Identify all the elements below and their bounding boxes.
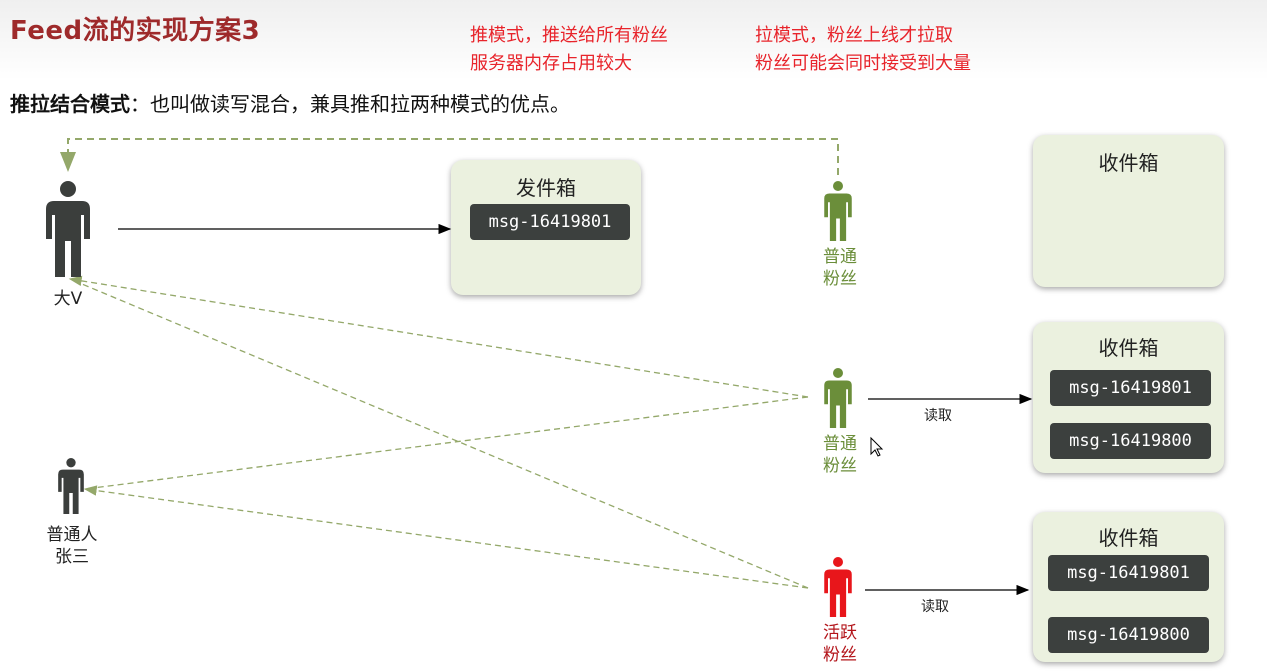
push-note-line-1: 推模式，推送给所有粉丝	[470, 25, 668, 46]
inbox-2-msg-1: msg-16419801	[1050, 370, 1211, 406]
push-note-line-2: 服务器内存占用较大	[470, 53, 632, 74]
fan2-label: 普通 粉丝	[800, 433, 880, 477]
subtitle: 推拉结合模式：也叫做读写混合，兼具推和拉两种模式的优点。	[10, 88, 570, 117]
outbox-title: 发件箱	[516, 176, 576, 200]
inbox-3-title: 收件箱	[1098, 526, 1159, 550]
fan2-person-icon	[824, 368, 852, 428]
outbox: 发件箱 msg-16419801	[451, 160, 641, 295]
active-fan-label-1: 活跃	[823, 623, 857, 643]
active-fan-label: 活跃 粉丝	[800, 622, 880, 666]
inbox-2-msg-2: msg-16419800	[1050, 423, 1211, 459]
normal-person-label-1: 普通人	[46, 525, 98, 545]
fan1-label: 普通 粉丝	[800, 246, 880, 290]
normal-person-label-2: 张三	[55, 547, 89, 567]
fan2-to-normal-line	[84, 396, 809, 490]
bigv-label: 大V	[53, 289, 83, 309]
inbox-3-msg-1: msg-16419801	[1048, 555, 1209, 591]
inbox-1: 收件箱	[1033, 135, 1224, 287]
subtitle-rest: ：也叫做读写混合，兼具推和拉两种模式的优点。	[130, 92, 570, 116]
page-title: Feed流的实现方案3	[10, 16, 261, 46]
normal-person-label: 普通人 张三	[32, 524, 112, 568]
active-fan-label-2: 粉丝	[823, 645, 857, 665]
normal-person-icon	[58, 458, 84, 514]
active-to-normal-line	[83, 485, 809, 589]
inbox-2-title: 收件箱	[1098, 336, 1159, 360]
inbox-3-msg-2: msg-16419800	[1048, 617, 1209, 653]
header-band	[0, 0, 1267, 80]
fan1-label-2: 粉丝	[823, 269, 857, 289]
inbox-1-title: 收件箱	[1098, 151, 1159, 175]
pull-note: 拉模式，粉丝上线才拉取 粉丝可能会同时接受到大量	[755, 22, 971, 78]
fan1-person-icon	[824, 181, 852, 241]
pull-loop-line	[60, 138, 839, 175]
push-note: 推模式，推送给所有粉丝 服务器内存占用较大	[470, 22, 668, 78]
pull-note-line-1: 拉模式，粉丝上线才拉取	[755, 25, 953, 46]
cursor-icon	[870, 436, 884, 457]
inbox-3: 收件箱 msg-16419801 msg-16419800	[1033, 512, 1224, 662]
read-label-1: 读取	[924, 408, 952, 424]
inbox-2: 收件箱 msg-16419801 msg-16419800	[1033, 322, 1224, 473]
fan2-to-bigv-line	[68, 275, 809, 398]
pull-note-line-2: 粉丝可能会同时接受到大量	[755, 53, 971, 74]
active-to-bigv-line	[69, 278, 809, 589]
bigv-person-icon	[46, 181, 90, 277]
subtitle-bold: 推拉结合模式	[10, 92, 130, 116]
outbox-msg: msg-16419801	[470, 204, 630, 240]
read-label-2: 读取	[921, 599, 949, 615]
active-fan-person-icon	[824, 557, 852, 617]
fan2-label-1: 普通	[823, 434, 857, 454]
fan1-label-1: 普通	[823, 247, 857, 267]
fan2-label-2: 粉丝	[823, 456, 857, 476]
